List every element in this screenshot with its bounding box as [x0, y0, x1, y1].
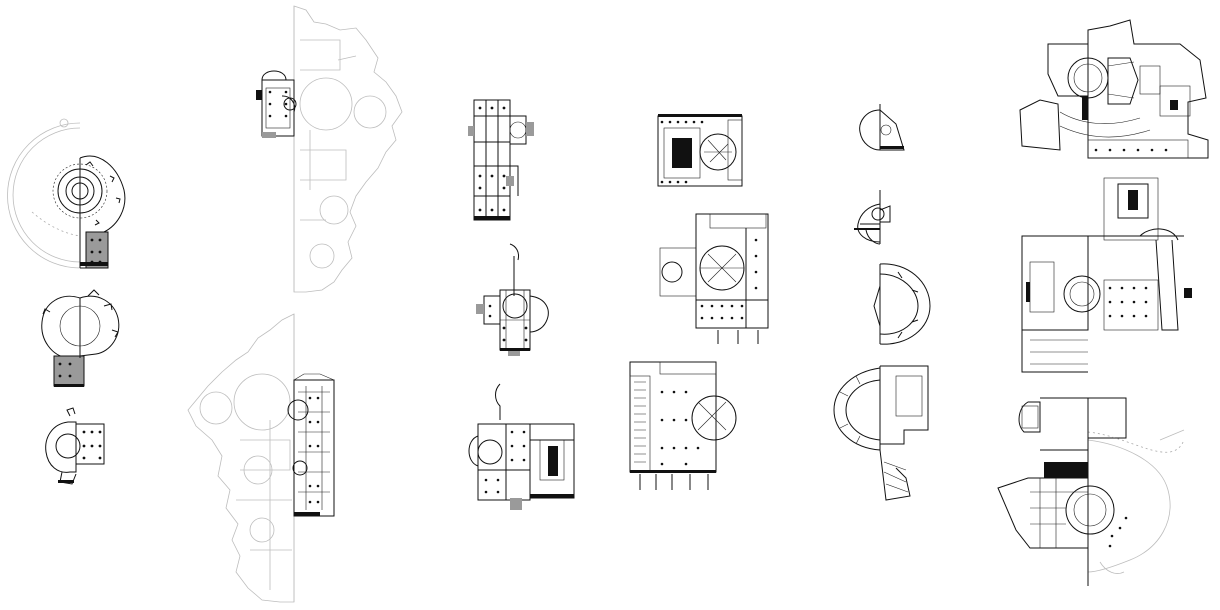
col-5-plan-top-small	[859, 104, 905, 151]
col-5-plan-third-semicircle	[873, 263, 931, 345]
col-6-plan-middle-complex	[1021, 177, 1192, 373]
col-4-plan-middle-theatre	[659, 213, 769, 344]
col-2-plan-top-ghost-basilica	[256, 5, 403, 293]
col-5-plan-bottom-amphitheatre	[833, 365, 929, 501]
col-5-plan-second-small	[854, 190, 891, 245]
col-3-plan-top-church	[468, 99, 534, 221]
col-2-plan-bottom-ghost-basilica	[187, 313, 335, 603]
col-1-plan-large-semicircle	[7, 118, 126, 269]
col-4-plan-bottom-theatre	[629, 361, 737, 490]
col-3-plan-middle-domed	[476, 243, 549, 356]
col-6-plan-top-complex	[1019, 19, 1209, 159]
col-1-plan-small	[45, 407, 105, 485]
col-6-plan-bottom-complex	[997, 397, 1185, 586]
col-4-plan-top-theatre	[657, 114, 743, 187]
col-3-plan-bottom-complex	[468, 383, 575, 510]
col-1-plan-middle-round	[41, 289, 120, 387]
